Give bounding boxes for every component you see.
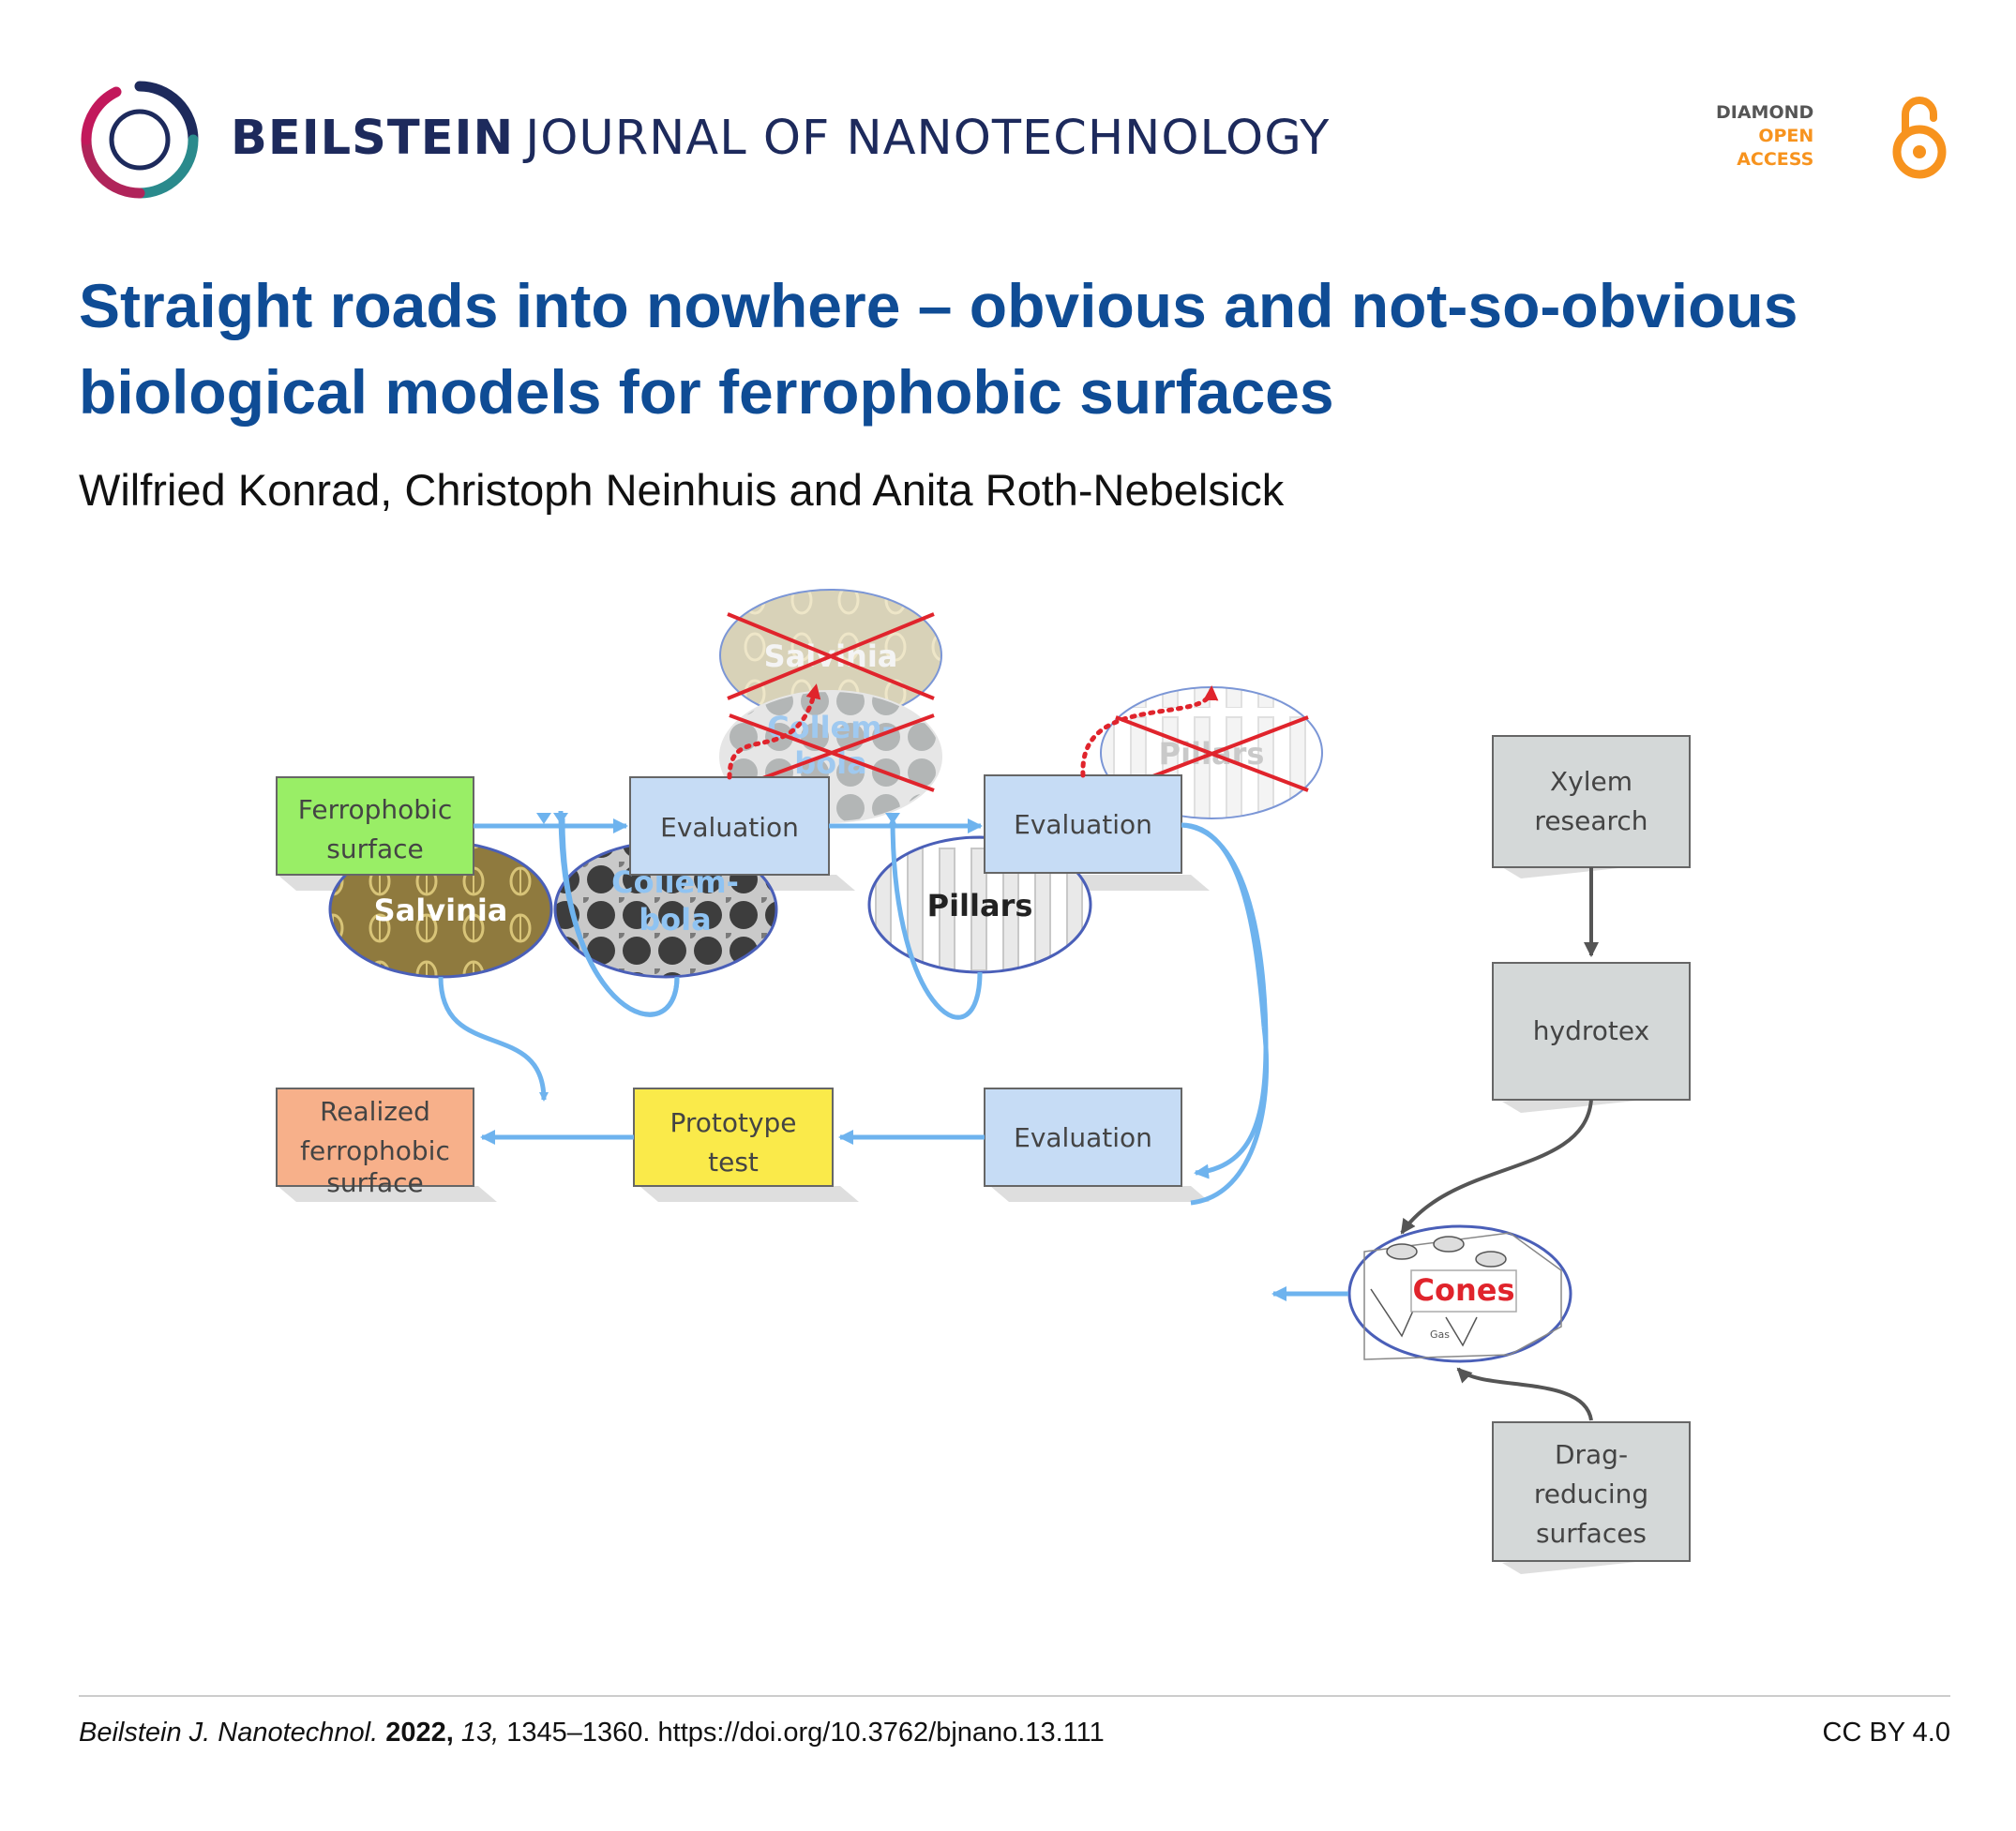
graphical-abstract-figure: Salvinia Collem- bola Pillars Salvinia C… — [276, 589, 1691, 1574]
ferrophobic-label-1: Ferrophobic — [298, 794, 452, 825]
evaluation-2-label: Evaluation — [1014, 809, 1152, 840]
xylem-label-1: Xylem — [1550, 766, 1632, 797]
oa-line-access: ACCESS — [1737, 149, 1814, 170]
pillars-arrowhead — [885, 813, 900, 824]
article-title-line-1: Straight roads into nowhere – obvious an… — [79, 271, 1798, 340]
cones-label: Cones — [1413, 1272, 1515, 1308]
xylem-research-box: Xylem research — [1492, 735, 1691, 868]
rejected-salvinia-oval: Salvinia — [719, 589, 942, 722]
evaluation-box-3: Evaluation — [984, 1088, 1182, 1187]
salvinia-arrowhead — [536, 813, 551, 824]
realized-surface-box: Realized ferrophobic surface — [276, 1088, 474, 1198]
journal-name-bold: BEILSTEIN — [231, 111, 515, 166]
realized-label-3: surface — [326, 1167, 423, 1198]
citation-journal: Beilstein J. Nanotechnol. — [79, 1718, 379, 1748]
reject-arrow-1 — [727, 683, 821, 780]
drag-reducing-box: Drag- reducing surfaces — [1492, 1421, 1691, 1562]
article-title-line-2: biological models for ferrophobic surfac… — [79, 357, 1334, 427]
drag-label-2: reducing — [1534, 1478, 1648, 1509]
hydrotex-label: hydrotex — [1533, 1015, 1649, 1046]
evaluation-box-1: Evaluation — [629, 776, 830, 876]
ferrophobic-label-2: surface — [326, 833, 423, 864]
hydrotex-to-cones-arrow — [1400, 1099, 1593, 1235]
realized-label-1: Realized — [320, 1096, 430, 1127]
oa-line-open: OPEN — [1758, 126, 1814, 146]
evaluation-1-label: Evaluation — [660, 812, 799, 843]
prototype-label-2: test — [708, 1147, 759, 1178]
collembola-arrowhead — [553, 813, 568, 824]
eval2-to-eval3-arrow — [1181, 822, 1269, 1179]
prototype-test-box: Prototype test — [633, 1088, 834, 1187]
open-access-lock-icon — [1892, 97, 1947, 179]
drag-label-1: Drag- — [1555, 1439, 1628, 1470]
xylem-label-2: research — [1534, 805, 1647, 836]
prototype-label-1: Prototype — [669, 1107, 796, 1138]
gas-label: Gas — [1430, 1328, 1450, 1341]
license-label: CC BY 4.0 — [1822, 1718, 1950, 1748]
realized-label-2: ferrophobic — [300, 1135, 450, 1166]
reject-arrow-2 — [1080, 685, 1219, 778]
drag-label-3: surfaces — [1536, 1518, 1647, 1549]
evaluation-box-2: Evaluation — [984, 774, 1182, 874]
cones-oval: Cones Gas — [1347, 1224, 1572, 1363]
collembola-arrow — [558, 810, 680, 1017]
citation: Beilstein J. Nanotechnol. 2022, 13, 1345… — [79, 1718, 1105, 1748]
ferrophobic-surface-box: Ferrophobic surface — [276, 776, 474, 876]
citation-volume: 13, — [460, 1718, 500, 1748]
journal-name-rest: JOURNAL OF NANOTECHNOLOGY — [525, 111, 1331, 166]
pillars-label: Pillars — [927, 888, 1033, 923]
article-authors: Wilfried Konrad, Christoph Neinhuis and … — [79, 465, 1285, 515]
rejected-collembola-label-1: Collem- — [767, 710, 895, 745]
beilstein-logo-icon — [81, 81, 199, 199]
citation-pages-doi[interactable]: 1345–1360. https://doi.org/10.3762/bjnan… — [506, 1718, 1105, 1748]
drag-to-cones-arrow — [1456, 1367, 1593, 1421]
citation-year: 2022, — [385, 1718, 454, 1748]
footer-divider — [79, 1695, 1950, 1697]
salvinia-label: Salvinia — [374, 893, 508, 928]
hydrotex-box: hydrotex — [1492, 962, 1691, 1101]
evaluation-3-label: Evaluation — [1014, 1122, 1152, 1153]
collembola-label-2: bola — [639, 902, 711, 938]
diamond-open-access-label: DIAMOND OPEN ACCESS — [1716, 101, 1813, 172]
oa-line-diamond: DIAMOND — [1716, 102, 1814, 123]
article-title: Straight roads into nowhere – obvious an… — [79, 263, 1954, 435]
